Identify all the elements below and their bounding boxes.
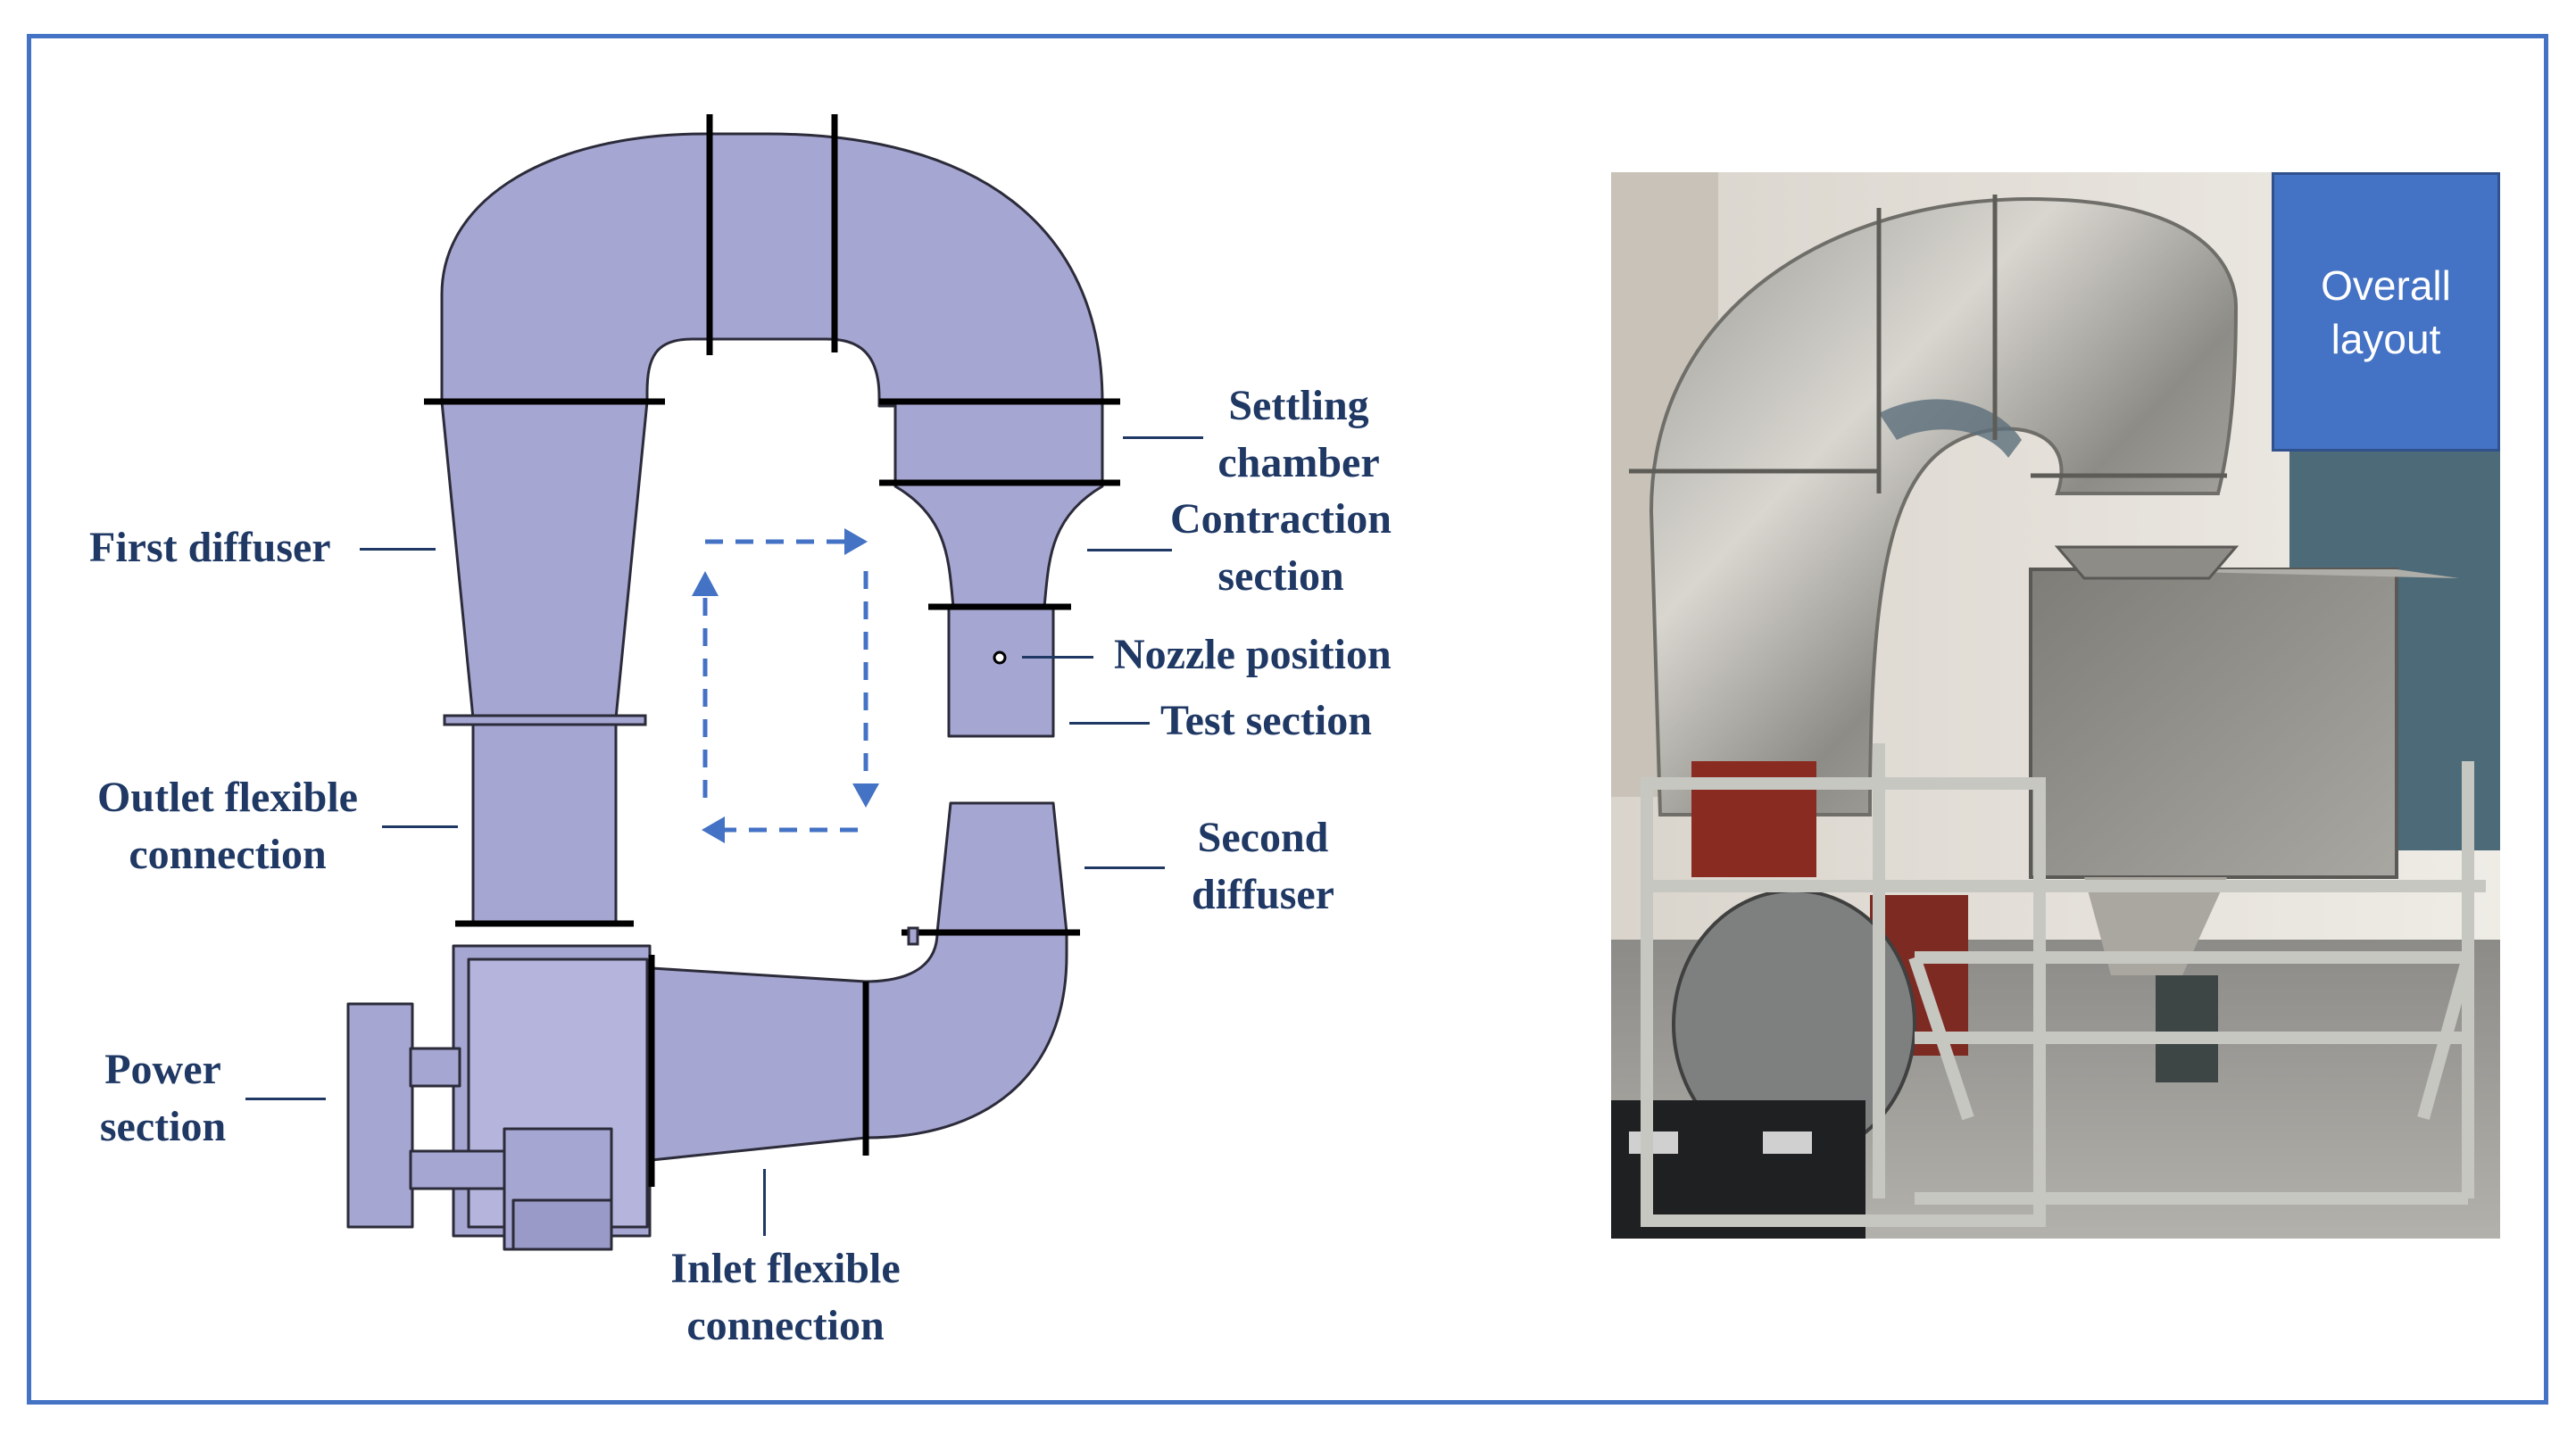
settling-chamber-duct xyxy=(893,400,1104,484)
nozzle-marker xyxy=(993,651,1007,665)
wind-tunnel-schematic xyxy=(346,114,1120,1251)
motor-flange xyxy=(346,1002,414,1229)
label-test-section: Test section xyxy=(1160,697,1372,744)
leader-nozzle xyxy=(1022,656,1093,659)
flow-direction-arrows xyxy=(692,528,879,843)
leader-first-diffuser xyxy=(360,548,436,551)
leader-second-diffuser xyxy=(1084,866,1165,869)
leader-test-section xyxy=(1069,722,1150,725)
wind-tunnel-photo xyxy=(1611,172,2500,1239)
leader-settling xyxy=(1123,436,1203,439)
second-diffuser-duct xyxy=(860,801,1068,1140)
figure-frame xyxy=(27,34,2548,1405)
overall-layout-caption: Overall layout xyxy=(2272,172,2500,452)
inlet-cone-duct xyxy=(650,966,868,1162)
leader-contraction xyxy=(1087,549,1172,551)
leader-inlet xyxy=(763,1169,766,1236)
leader-outlet xyxy=(382,825,458,828)
test-section-duct xyxy=(947,605,1055,738)
label-nozzle-position: Nozzle position xyxy=(1114,631,1392,678)
first-diffuser-duct xyxy=(440,400,649,720)
leader-power xyxy=(245,1098,326,1100)
outlet-connection-duct xyxy=(471,717,618,925)
label-first-diffuser: First diffuser xyxy=(89,524,331,571)
top-bend-duct xyxy=(440,132,1104,408)
contraction-duct xyxy=(893,480,1104,609)
